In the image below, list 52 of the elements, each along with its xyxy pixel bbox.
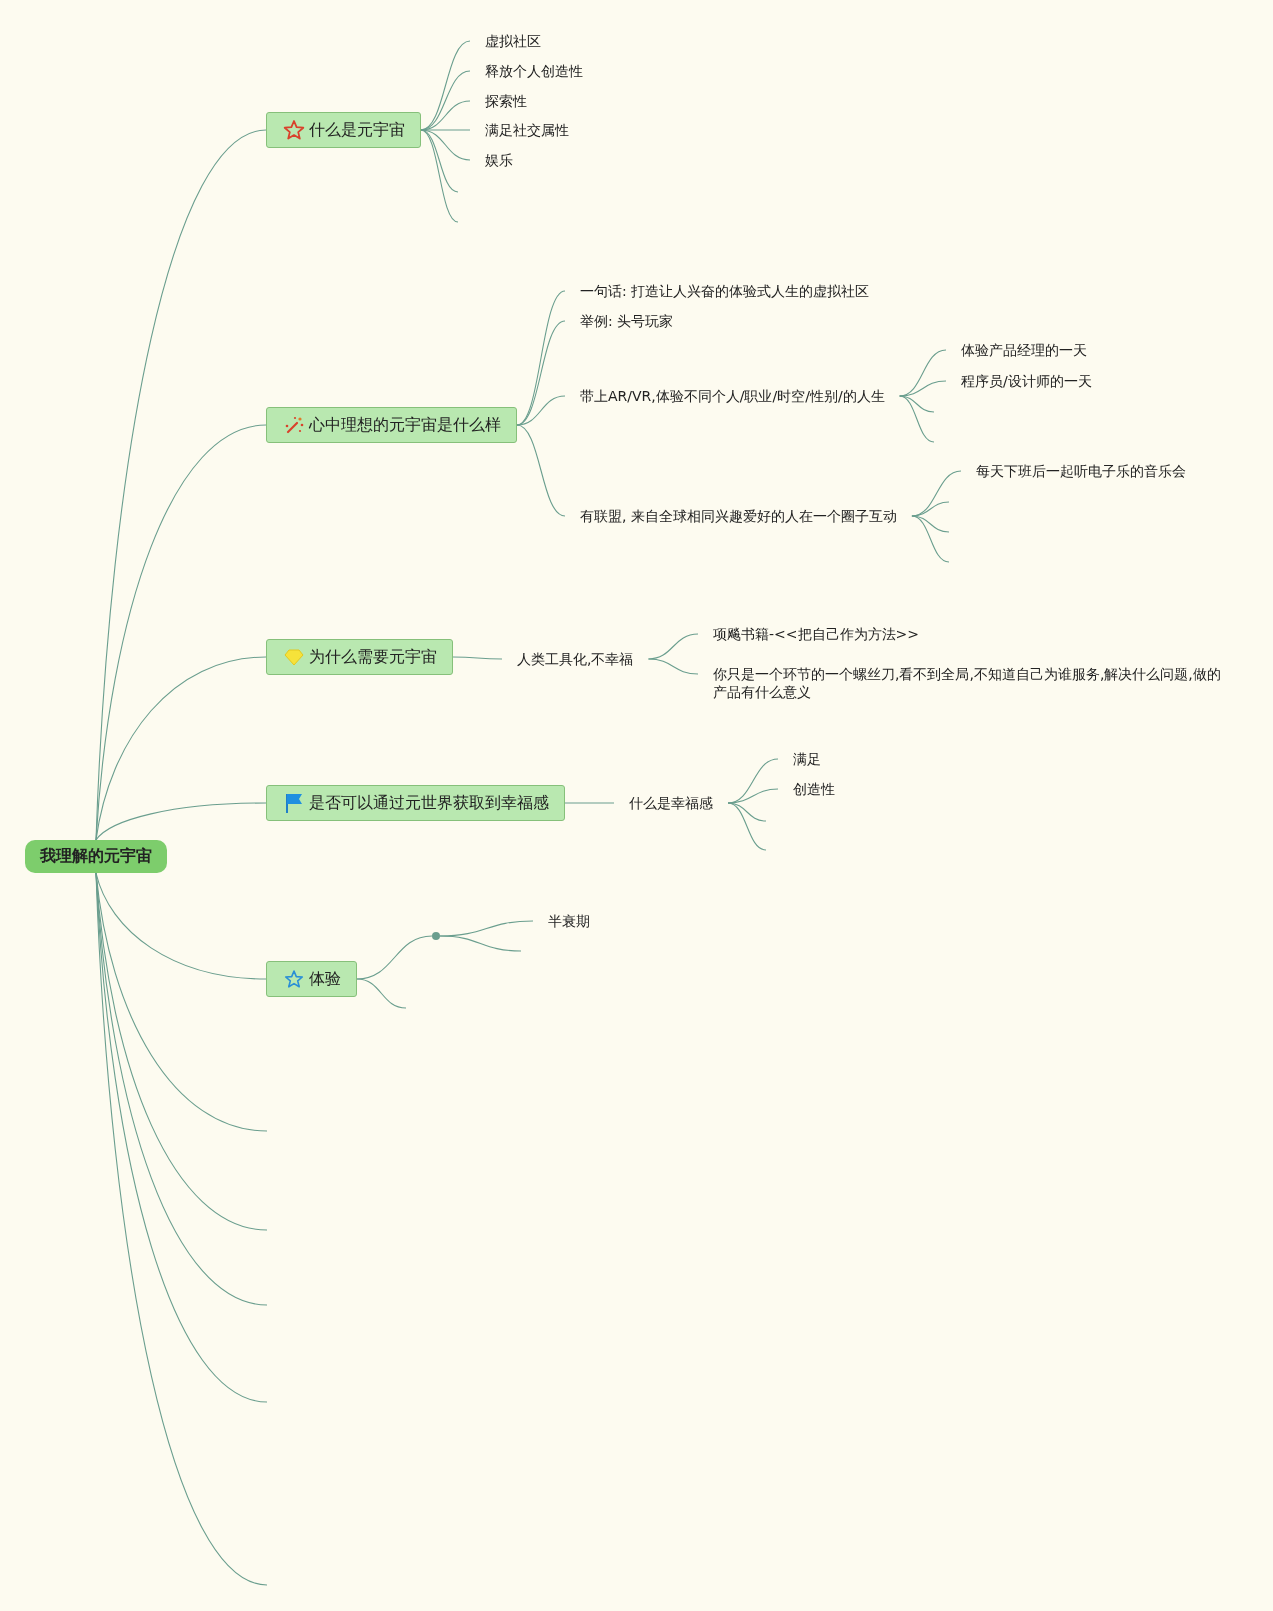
topic-box	[266, 785, 565, 821]
topic-box	[266, 112, 421, 148]
topic-text: 我理解的元宇宙	[40, 846, 152, 867]
branch-line	[647, 658, 699, 675]
branch-line	[95, 129, 267, 841]
branch-line	[911, 501, 950, 517]
topic-box	[266, 407, 517, 443]
central-topic-box	[25, 840, 167, 873]
branch-line	[564, 802, 615, 804]
topic-text: 心中理想的元宇宙是什么样	[308, 414, 501, 436]
subtopic-text: 创造性	[778, 780, 850, 798]
branch-line	[356, 935, 433, 980]
subtopic-text: 半衰期	[533, 912, 605, 930]
branch-line	[452, 656, 503, 660]
branch-line	[727, 802, 767, 851]
topic-box	[266, 639, 453, 675]
branch-line	[899, 380, 947, 397]
topic-text: 是否可以通过元世界获取到幸福感	[308, 792, 549, 814]
branch-line	[439, 935, 522, 952]
topic-box	[266, 961, 357, 997]
topic-text: 体验	[308, 968, 341, 990]
branch-line	[420, 129, 459, 223]
branch-line	[95, 656, 267, 841]
subtopic-text: 满足	[778, 750, 836, 768]
subtopic-text: 每天下班后一起听电子乐的音乐会	[961, 462, 1201, 480]
subtopic-text: 满足社交属性	[470, 121, 584, 139]
subtopic-text: 程序员/设计师的一天	[946, 372, 1107, 390]
branch-line	[516, 424, 566, 517]
branch-line	[516, 395, 566, 426]
subtopic-text: 举例: 头号玩家	[565, 312, 689, 330]
subtopic-text: 人类工具化,不幸福	[502, 650, 649, 668]
branch-line	[356, 978, 407, 1009]
subtopic-text: 项飚书籍-<<把自己作为方法>>	[698, 625, 934, 643]
subtopic-text: 体验产品经理的一天	[946, 341, 1102, 359]
subtopic-text: 虚拟社区	[470, 32, 556, 50]
subtopic-text: 一句话: 打造让人兴奋的体验式人生的虚拟社区	[565, 282, 885, 300]
subtopic-text: 带上AR/VR,体验不同个人/职业/时空/性别/的人生	[565, 387, 900, 405]
branch-line	[95, 424, 267, 841]
topic-text: 什么是元宇宙	[308, 119, 405, 141]
subtopic-text: 你只是一个环节的一个螺丝刀,看不到全局,不知道自己为谁服务,解决什么问题,做的产品有什么意义	[698, 665, 1240, 701]
subtopic-text: 探索性	[470, 92, 542, 110]
branch-line	[95, 802, 267, 841]
branch-line	[727, 788, 779, 804]
branch-line	[911, 515, 950, 563]
subtopic-text: 娱乐	[470, 151, 528, 169]
subtopic-text: 有联盟, 来自全球相同兴趣爱好的人在一个圈子互动	[565, 507, 912, 525]
subtopic-text: 什么是幸福感	[614, 794, 728, 812]
subtopic-text: 释放个人创造性	[470, 62, 598, 80]
topic-text: 为什么需要元宇宙	[308, 646, 437, 668]
branch-dot	[432, 932, 440, 940]
branch-line	[95, 872, 268, 1586]
branch-line	[899, 395, 935, 443]
